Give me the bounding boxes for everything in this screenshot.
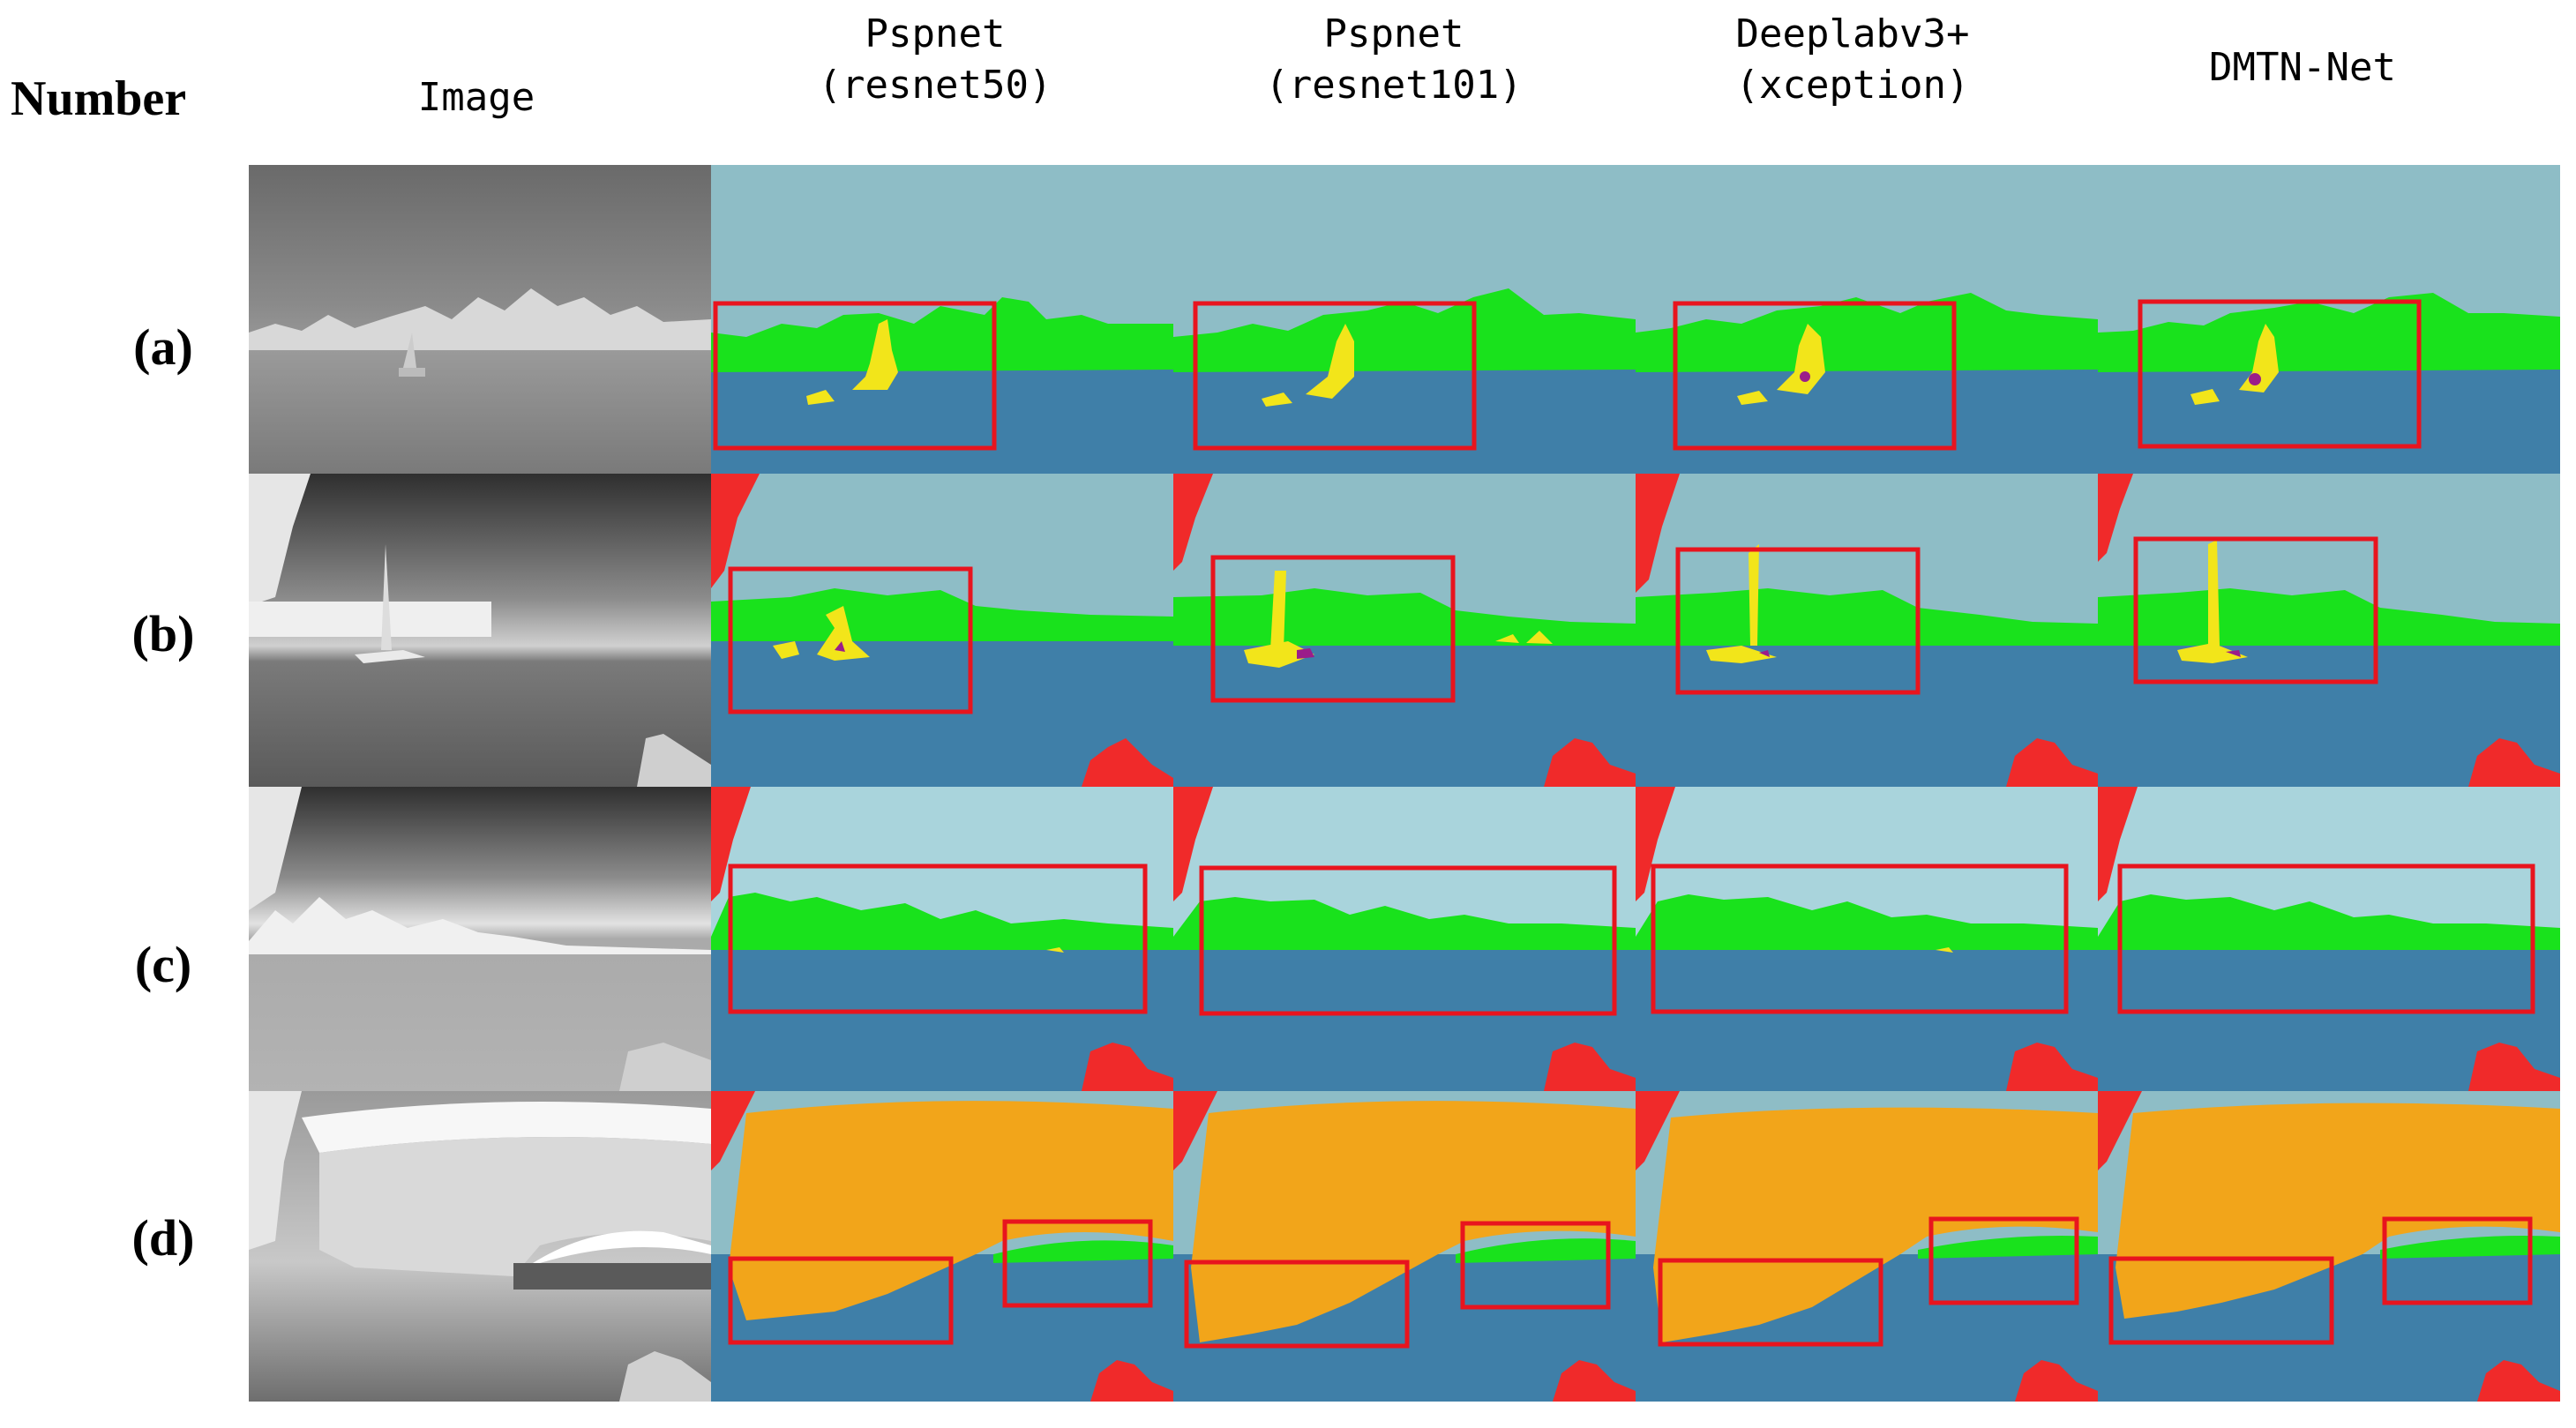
number-header: Number — [11, 71, 187, 126]
column-header-pspnet-resnet50: Pspnet (resnet50) — [818, 11, 1052, 108]
image-c — [249, 787, 711, 1091]
seg-d-pspnet101 — [1173, 1091, 1636, 1402]
seg-b-pspnet50 — [711, 474, 1173, 787]
seg-a-pspnet50 — [711, 165, 1173, 474]
row-label-d: (d) — [131, 1209, 195, 1267]
column-header-pspnet-resnet101: Pspnet (resnet101) — [1265, 11, 1523, 108]
seg-a-dmtn — [2098, 165, 2560, 474]
seg-c-pspnet101 — [1173, 787, 1636, 1091]
seg-b-pspnet101 — [1173, 474, 1636, 787]
seg-d-pspnet50 — [711, 1091, 1173, 1402]
column-header-dmtn-net: DMTN-Net — [2209, 45, 2396, 90]
seg-a-pspnet101 — [1173, 165, 1636, 474]
seg-a-deeplab — [1636, 165, 2098, 474]
row-label-b: (b) — [131, 605, 195, 662]
image-a — [249, 165, 711, 474]
row-label-c: (c) — [134, 936, 192, 993]
seg-b-dmtn — [2098, 474, 2560, 787]
seg-c-dmtn — [2098, 787, 2560, 1091]
seg-d-deeplab — [1636, 1091, 2098, 1402]
seg-c-deeplab — [1636, 787, 2098, 1091]
seg-d-dmtn — [2098, 1091, 2560, 1402]
row-label-a: (a) — [133, 318, 193, 376]
seg-c-pspnet50 — [711, 787, 1173, 1091]
seg-b-deeplab — [1636, 474, 2098, 787]
column-header-deeplabv3-xception: Deeplabv3+ (xception) — [1735, 11, 1970, 108]
image-d — [249, 1091, 711, 1402]
image-b — [249, 474, 711, 787]
column-header-image: Image — [417, 75, 535, 120]
